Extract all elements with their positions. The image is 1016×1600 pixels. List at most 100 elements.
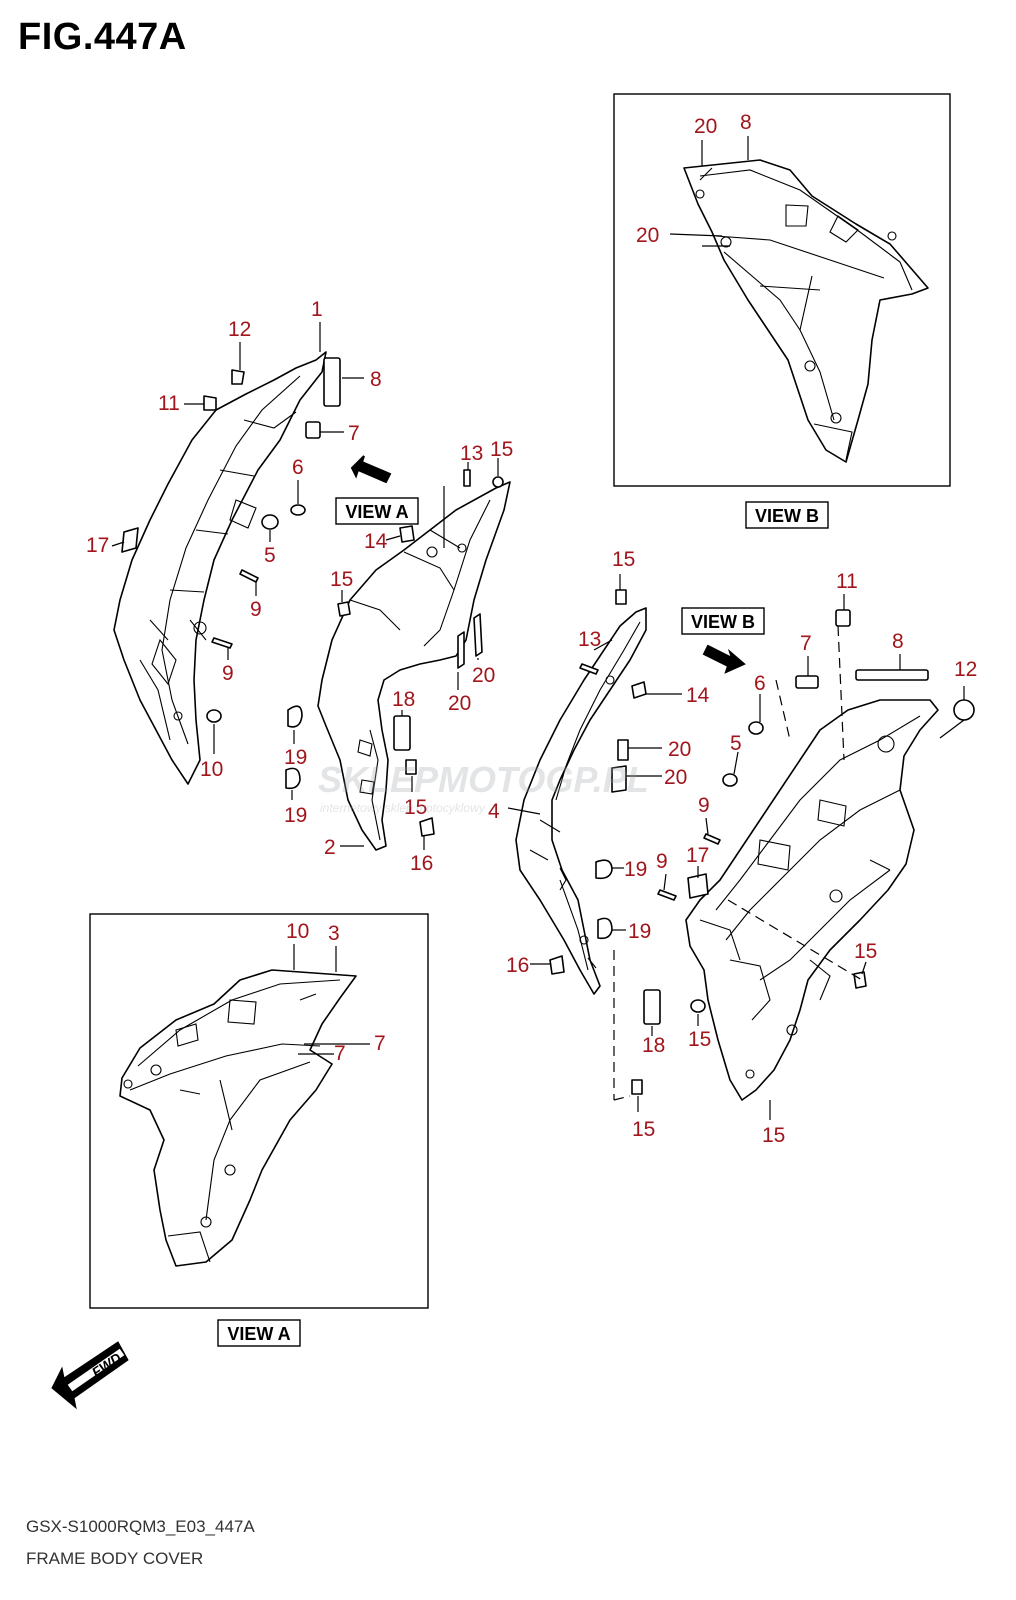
- screw-9: [239, 569, 259, 583]
- clip-15: [492, 476, 504, 488]
- callout-12: 12: [954, 658, 977, 681]
- callout-18: 18: [392, 688, 415, 711]
- pad-20: [617, 739, 629, 761]
- pad-7: [305, 421, 321, 439]
- callout-19: 19: [624, 858, 647, 881]
- watermark: SKLEPMOTOGP.PL internetowy sklep motocyk…: [318, 759, 649, 815]
- view-b-label-main: VIEW B: [691, 612, 755, 632]
- cushion-19: [287, 705, 303, 728]
- pad-8: [855, 669, 929, 681]
- part-3-frame-cover: [685, 699, 939, 1101]
- callout-13: 13: [578, 628, 601, 651]
- callout-17: 17: [86, 534, 109, 557]
- watermark-brand: SKLEPMOTOGP.PL: [318, 759, 649, 800]
- callout-15: 15: [490, 438, 513, 461]
- washer-10: [690, 999, 706, 1013]
- clip-15: [337, 601, 351, 617]
- cushion-17: [121, 527, 139, 553]
- fwd-arrow-icon: FWD: [51, 1341, 129, 1410]
- view-a-label: VIEW A: [345, 502, 408, 522]
- pad-8: [323, 357, 341, 407]
- callout-20: 20: [664, 766, 687, 789]
- pad-20: [611, 765, 627, 793]
- rivet-16: [549, 955, 565, 975]
- callout-19: 19: [284, 746, 307, 769]
- nut-11: [835, 609, 851, 627]
- callout-9: 9: [222, 662, 234, 685]
- cushion-17: [687, 873, 709, 899]
- callout-20: 20: [636, 224, 659, 247]
- watermark-tagline: internetowy sklep motocyklowy: [320, 801, 486, 815]
- callout-19: 19: [284, 804, 307, 827]
- callout-7: 7: [800, 632, 812, 655]
- part-4-side-cover: [515, 607, 647, 995]
- callout-8: 20: [694, 115, 717, 138]
- callout-15: 15: [404, 796, 427, 819]
- callout-9: 9: [656, 850, 668, 873]
- view-b-inset-frame: [613, 93, 951, 487]
- screw-9: [211, 637, 233, 649]
- bolt-12: [953, 699, 975, 721]
- figure-title: FIG.447A: [18, 16, 187, 58]
- callout-20: 20: [472, 664, 495, 687]
- view-b-label-box-main: [681, 607, 765, 635]
- callout-8: 8: [370, 368, 382, 391]
- clip-15: [631, 1079, 643, 1095]
- callout-19: 19: [628, 920, 651, 943]
- callout-9: 9: [250, 598, 262, 621]
- callout-15: 15: [612, 548, 635, 571]
- part-4-leaders: [507, 574, 682, 1112]
- pad-20: [473, 613, 483, 657]
- collar-5: [722, 773, 738, 787]
- nut-14: [399, 525, 415, 543]
- screw-9: [703, 833, 721, 845]
- figure-name: FRAME BODY COVER: [26, 1549, 204, 1568]
- callout-20: 7: [374, 1032, 386, 1055]
- view-a-label-box: [335, 497, 419, 525]
- view-b-leaders: [669, 136, 749, 247]
- bolt-12: [231, 369, 245, 385]
- screw-13: [463, 469, 471, 487]
- callout-16: 16: [410, 852, 433, 875]
- callout-10: 10: [200, 758, 223, 781]
- clip-15: [405, 759, 417, 775]
- clip-15: [853, 971, 867, 989]
- callout-8: 3: [328, 922, 340, 945]
- callout-14: 14: [686, 684, 710, 707]
- grommet-6: [290, 504, 306, 516]
- screw-13: [579, 663, 599, 675]
- view-b-arrow-icon: [702, 644, 746, 674]
- part-3-leaders: [663, 594, 965, 1120]
- cushion-19: [597, 917, 613, 940]
- view-a-arrow-icon: [350, 455, 392, 484]
- callout-20: 20: [448, 692, 471, 715]
- callout-6: 6: [754, 672, 766, 695]
- model-code: GSX-S1000RQM3_E03_447A: [26, 1517, 255, 1536]
- nut-11: [203, 395, 217, 411]
- callout-9: 9: [698, 794, 710, 817]
- cushion-19: [285, 767, 301, 790]
- callout-1: 1: [311, 298, 323, 321]
- grommet-6: [748, 721, 764, 735]
- callout-16: 16: [506, 954, 529, 977]
- view-b-label-box: [745, 501, 829, 529]
- view-a-label-bottom: VIEW A: [227, 1324, 290, 1344]
- callout-2: 2: [324, 836, 336, 859]
- part-2-leaders: [291, 458, 499, 850]
- part-1-leaders: [111, 322, 364, 754]
- callout-12: 12: [228, 318, 251, 341]
- view-a-label-box-bottom: [217, 1319, 301, 1347]
- view-b-label: VIEW B: [755, 506, 819, 526]
- callout-11: 11: [836, 570, 858, 593]
- callout-18: 18: [642, 1034, 665, 1057]
- callout-3: 15: [762, 1124, 785, 1147]
- callout-7: 7: [348, 422, 360, 445]
- pad-20: [457, 631, 465, 669]
- pad-18: [393, 715, 411, 751]
- clip-15: [615, 589, 627, 605]
- callout-20: 20: [668, 738, 691, 761]
- callout-7: 8: [740, 111, 752, 134]
- callout-5: 5: [264, 544, 276, 567]
- callout-11: 11: [158, 392, 180, 415]
